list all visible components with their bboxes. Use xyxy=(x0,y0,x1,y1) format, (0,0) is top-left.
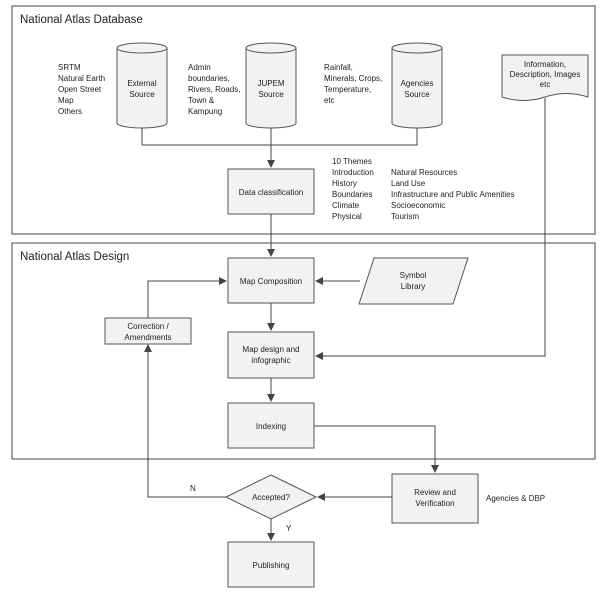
jupem-note-1: Admin xyxy=(188,63,211,72)
information-document: Information, Description, Images etc xyxy=(501,54,589,101)
data-classification-label: Data classification xyxy=(239,188,303,197)
publishing-box: Publishing xyxy=(227,541,315,588)
theme-col2-4: Socioeconomic xyxy=(391,201,445,210)
map-design-label-2: infographic xyxy=(251,356,290,365)
publishing-label: Publishing xyxy=(253,561,290,570)
review-box: Review and Verification xyxy=(391,473,479,524)
external-source-notes: SRTM Natural Earth Open Street Map Other… xyxy=(58,63,105,116)
review-note: Agencies & DBP xyxy=(486,494,545,503)
symbol-library-label-1: Symbol xyxy=(400,271,427,280)
agencies-note-4: etc xyxy=(324,96,335,105)
agencies-note-1: Rainfall, xyxy=(324,63,353,72)
map-composition-label: Map Composition xyxy=(240,277,302,286)
arrow-to-review xyxy=(314,425,439,473)
agencies-source-cylinder: Agencies Source xyxy=(391,42,443,129)
accepted-decision: Accepted? xyxy=(224,474,318,520)
theme-col2-5: Tourism xyxy=(391,212,419,221)
external-source-label-1: External xyxy=(127,79,157,88)
yes-label: Y xyxy=(286,524,292,533)
theme-col2-1: Natural Resources xyxy=(391,168,457,177)
external-note-1: SRTM xyxy=(58,63,81,72)
information-label-1: Information, xyxy=(524,60,566,69)
review-label-2: Verification xyxy=(415,499,454,508)
jupem-source-label-1: JUPEM xyxy=(257,79,284,88)
themes-heading: 10 Themes xyxy=(332,157,372,166)
indexing-box: Indexing xyxy=(227,402,315,449)
agencies-source-label-1: Agencies xyxy=(401,79,434,88)
agencies-source-notes: Rainfall, Minerals, Crops, Temperature, … xyxy=(324,63,382,105)
no-label: N xyxy=(190,484,196,493)
agencies-note-3: Temperature, xyxy=(324,85,371,94)
external-note-5: Others xyxy=(58,107,82,116)
arrow-correction-to-composition xyxy=(147,277,227,318)
database-title: National Atlas Database xyxy=(20,14,143,26)
arrow-no-to-correction xyxy=(144,344,226,498)
design-title: National Atlas Design xyxy=(20,251,129,263)
symbol-library-label-2: Library xyxy=(401,282,425,291)
theme-col2-2: Land Use xyxy=(391,179,426,188)
external-note-3: Open Street xyxy=(58,85,102,94)
arrow-information-to-map-design xyxy=(315,98,546,360)
theme-col1-1: Introduction xyxy=(332,168,374,177)
agencies-source-label-2: Source xyxy=(404,90,430,99)
jupem-source-cylinder: JUPEM Source xyxy=(245,42,297,129)
theme-col1-5: Physical xyxy=(332,212,362,221)
information-label-2: Description, Images xyxy=(510,70,581,79)
correction-label-2: Amendments xyxy=(124,333,171,342)
jupem-note-3: Rivers, Roads, xyxy=(188,85,240,94)
theme-col2-3: Infrastructure and Public Amenities xyxy=(391,190,515,199)
information-label-3: etc xyxy=(540,80,551,89)
map-design-label-1: Map design and xyxy=(243,345,300,354)
jupem-note-2: boundaries, xyxy=(188,74,230,83)
review-label-1: Review and xyxy=(414,488,456,497)
themes-list: 10 Themes Introduction History Boundarie… xyxy=(332,157,515,221)
jupem-note-4: Town & xyxy=(188,96,215,105)
sources-merge-line xyxy=(141,128,418,146)
external-source-label-2: Source xyxy=(129,90,155,99)
indexing-label: Indexing xyxy=(256,422,286,431)
map-design-box: Map design and infographic xyxy=(227,331,315,379)
correction-box: Correction / Amendments xyxy=(104,317,192,345)
symbol-library-box: Symbol Library xyxy=(358,257,469,305)
external-note-4: Map xyxy=(58,96,74,105)
external-note-2: Natural Earth xyxy=(58,74,105,83)
theme-col1-3: Boundaries xyxy=(332,190,372,199)
theme-col1-4: Climate xyxy=(332,201,360,210)
data-classification-box: Data classification xyxy=(227,168,315,215)
jupem-note-5: Kampung xyxy=(188,107,222,116)
external-source-cylinder: External Source xyxy=(116,42,168,129)
theme-col1-2: History xyxy=(332,179,357,188)
accepted-label: Accepted? xyxy=(252,493,290,502)
jupem-source-notes: Admin boundaries, Rivers, Roads, Town & … xyxy=(188,63,240,116)
jupem-source-label-2: Source xyxy=(258,90,284,99)
correction-label-1: Correction / xyxy=(127,322,169,331)
map-composition-box: Map Composition xyxy=(227,257,315,304)
agencies-note-2: Minerals, Crops, xyxy=(324,74,382,83)
